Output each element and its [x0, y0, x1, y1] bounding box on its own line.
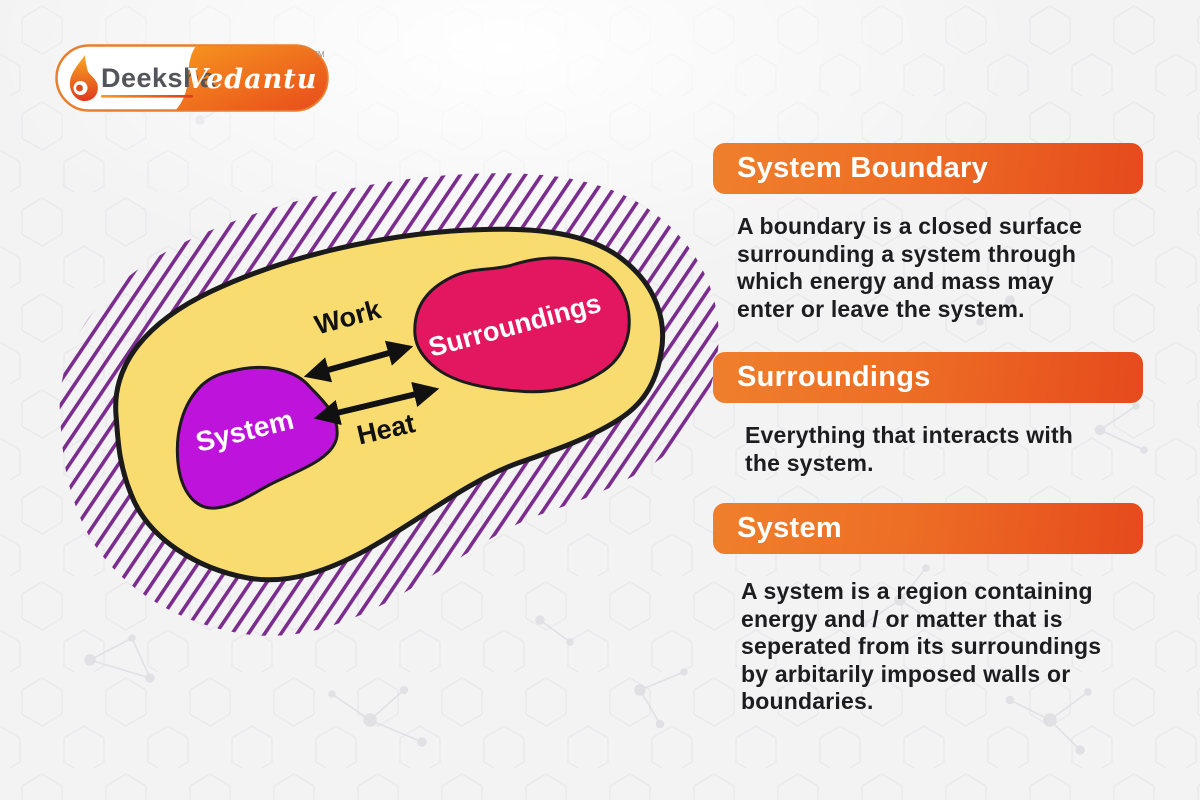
surroundings-blob — [413, 256, 631, 394]
work-arrow — [303, 340, 414, 383]
section-system: System A system is a region containing e… — [713, 503, 1158, 716]
thermo-diagram: Work Heat System Surroundings — [20, 150, 740, 665]
section-surroundings: Surroundings Everything that interacts w… — [713, 352, 1158, 477]
body-line: seperated from its surroundings — [741, 633, 1102, 659]
logo-orange-segment — [176, 46, 327, 110]
section-title: System — [737, 512, 842, 544]
section-body: A boundary is a closed surface surroundi… — [713, 213, 1158, 323]
section-body: Everything that interacts with the syste… — [713, 422, 1158, 477]
body-line: by arbitarily imposed walls or — [741, 660, 1071, 687]
body-line: the system. — [745, 449, 874, 476]
flame-icon — [69, 55, 98, 102]
section-title: Surroundings — [737, 361, 931, 393]
heat-arrow — [313, 381, 440, 426]
body-line: energy and / or matter that is — [741, 605, 1063, 632]
brand-name-deeksha: Deeksha — [101, 63, 216, 93]
logo-underline — [101, 95, 193, 98]
body-line: which energy and mass may — [737, 268, 1054, 294]
section-header: Surroundings — [713, 352, 1143, 403]
body-line: Everything that interacts with — [745, 422, 1074, 448]
body-line: A system is a region containing — [741, 578, 1093, 604]
brand-name-vedantu: Vedantu — [187, 64, 318, 95]
body-line: A boundary is a closed surface — [737, 213, 1083, 239]
section-body: A system is a region containing energy a… — [713, 578, 1158, 716]
brand-logo: Deeksha Vedantu TM — [55, 44, 330, 117]
body-line: surrounding a system through — [737, 240, 1077, 267]
section-title: System Boundary — [737, 152, 989, 184]
section-header: System Boundary — [713, 143, 1143, 194]
trademark-symbol: TM — [313, 50, 325, 59]
section-header: System — [713, 503, 1143, 554]
body-line: enter or leave the system. — [737, 295, 1025, 322]
body-line: boundaries. — [741, 688, 874, 714]
system-blob — [175, 365, 339, 510]
section-system-boundary: System Boundary A boundary is a closed s… — [713, 143, 1158, 323]
